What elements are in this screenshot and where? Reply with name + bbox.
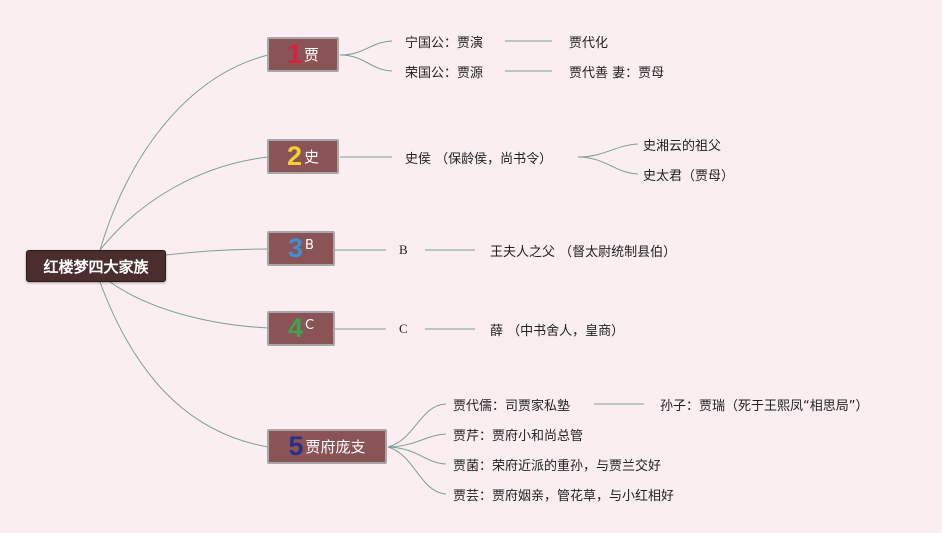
leaf-node[interactable]: 孙子：贾瑞（死于王熙凤“相思局”） xyxy=(660,398,869,414)
leaf-node[interactable]: C xyxy=(399,321,408,336)
leaf-node[interactable]: 贾芸：贾府姻亲，管花草，与小红相好 xyxy=(453,488,675,504)
leaf-node[interactable]: 薛 （中书舍人，皇商） xyxy=(490,323,625,339)
branch-number: 1 xyxy=(286,39,302,69)
branch-number: 5 xyxy=(288,431,304,461)
leaf-node[interactable]: B xyxy=(399,242,408,257)
connector-root-b1 xyxy=(99,54,269,251)
leaf-node[interactable]: 贾代儒：司贾家私塾 xyxy=(453,398,571,414)
connector-b2-leaf1-child1 xyxy=(577,143,639,158)
branch-number: 3 xyxy=(288,233,304,263)
leaf-node[interactable]: 史湘云的祖父 xyxy=(643,138,722,154)
branch-node-2[interactable]: 2 史 xyxy=(267,139,339,174)
leaf-node[interactable]: 贾代善 妻：贾母 xyxy=(569,65,665,81)
connector-b5-leaf2 xyxy=(387,433,447,448)
leaf-node[interactable]: 贾菌：荣府近派的重孙，与贾兰交好 xyxy=(453,458,662,474)
connector-root-b3 xyxy=(165,248,269,256)
leaf-node[interactable]: 贾代化 xyxy=(569,35,609,51)
branch-number: 2 xyxy=(286,141,302,171)
branch-number: 4 xyxy=(287,313,303,343)
connector-b5-leaf1 xyxy=(387,403,447,448)
leaf-node[interactable]: 宁国公：贾演 xyxy=(405,35,484,51)
connector-b5-leaf4 xyxy=(387,446,447,495)
branch-label: C xyxy=(304,318,315,333)
branch-node-4[interactable]: 4 C xyxy=(267,311,335,346)
branch-node-3[interactable]: 3 B xyxy=(267,231,335,266)
root-node[interactable]: 红楼梦四大家族 xyxy=(26,250,166,282)
connector-root-b4 xyxy=(109,281,269,329)
branch-label: B xyxy=(305,238,314,253)
leaf-node[interactable]: 史侯 （保龄侯，尚书令） xyxy=(405,151,553,167)
branch-label: 贾府庞支 xyxy=(305,438,366,456)
connector-b2-leaf1-child2 xyxy=(577,156,639,175)
leaf-node[interactable]: 王夫人之父 （督太尉统制县伯） xyxy=(490,244,677,260)
leaf-node[interactable]: 史太君（贾母） xyxy=(643,168,735,184)
branch-node-5[interactable]: 5 贾府庞支 xyxy=(267,429,387,464)
connector-b5-leaf3 xyxy=(387,446,447,465)
branch-label: 贾 xyxy=(304,46,320,64)
branch-label: 史 xyxy=(304,148,320,166)
leaf-node[interactable]: 贾芹：贾府小和尚总管 xyxy=(453,428,584,444)
connector-root-b5 xyxy=(99,281,269,448)
connector-b1-leaf1 xyxy=(339,40,393,56)
connector-b1-leaf2 xyxy=(339,54,393,72)
connector-root-b2 xyxy=(99,156,269,251)
branch-node-1[interactable]: 1 贾 xyxy=(267,37,339,72)
leaf-node[interactable]: 荣国公：贾源 xyxy=(405,65,484,81)
